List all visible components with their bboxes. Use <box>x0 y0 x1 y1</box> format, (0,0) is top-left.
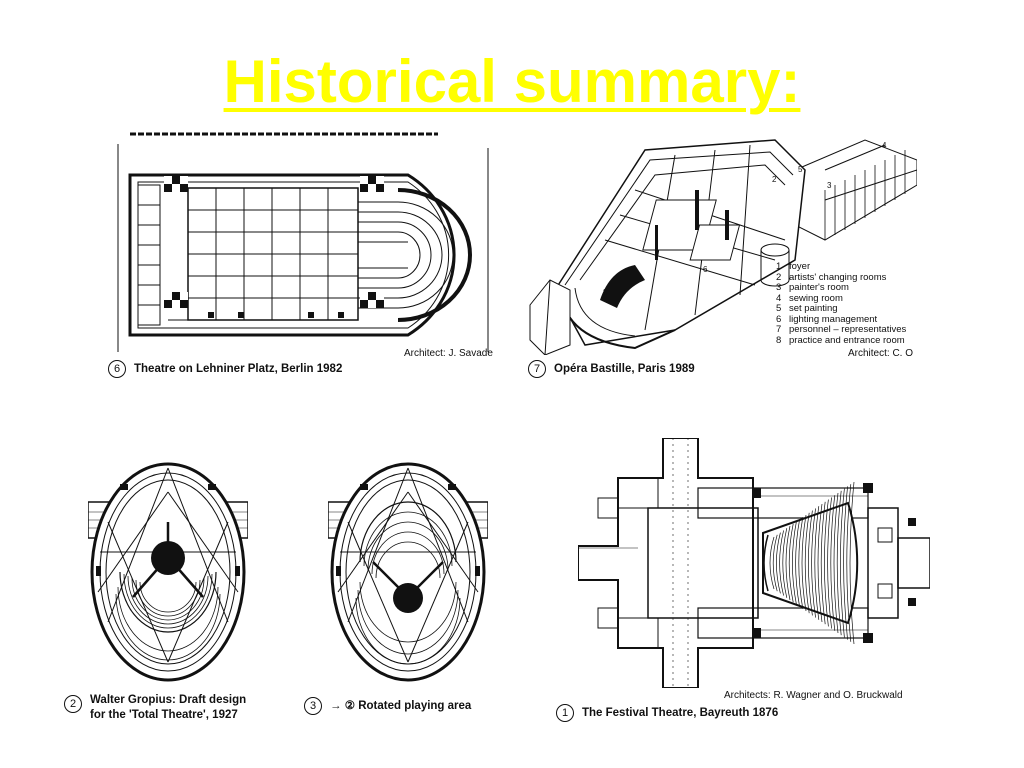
seating-row <box>824 499 829 627</box>
gropius-plan-drawing <box>88 462 248 684</box>
seating-row <box>827 497 832 629</box>
bastille-callout-8: 8 <box>603 288 608 297</box>
seating-row <box>843 486 848 640</box>
seating-row <box>779 530 784 596</box>
seating-row <box>782 528 788 598</box>
seating-row <box>811 508 816 618</box>
seating-row <box>840 488 845 638</box>
bastille-caption: 7 Opéra Bastille, Paris 1989 <box>528 360 695 378</box>
seating-row <box>785 525 791 601</box>
seating-row <box>804 512 810 614</box>
bastille-callout-2: 2 <box>772 175 777 184</box>
seating-row <box>849 481 855 645</box>
bastille-callout-6: 6 <box>703 265 708 274</box>
gropius-caption-line2: for the 'Total Theatre', 1927 <box>90 709 238 721</box>
rotated-plan-svg <box>328 462 488 682</box>
bayreuth-number: 1 <box>556 704 574 722</box>
seating-row <box>833 492 839 634</box>
bayreuth-architect: Architects: R. Wagner and O. Bruckwald <box>724 690 903 701</box>
lehniner-number: 6 <box>108 360 126 378</box>
bastille-architect: Architect: C. O <box>848 348 914 359</box>
seating-row <box>769 536 775 590</box>
lehniner-caption: 6 Theatre on Lehniner Platz, Berlin 1982 <box>108 360 342 378</box>
bastille-callout-5: 5 <box>798 165 803 174</box>
gropius-plan-svg <box>88 462 248 682</box>
bastille-callout-3: 3 <box>827 181 832 190</box>
bayreuth-caption: 1 The Festival Theatre, Bayreuth 1876 <box>556 704 778 722</box>
seating-row <box>820 501 826 625</box>
rotated-plan-drawing <box>328 462 488 684</box>
bastille-isometric-drawing: 2 3 4 5 6 8 <box>525 130 917 355</box>
bastille-isometric-svg: 2 3 4 5 6 8 <box>529 139 917 355</box>
rotated-caption: 3 → ② Rotated playing area <box>304 697 471 715</box>
bastille-callout-4: 4 <box>882 141 887 150</box>
lehniner-caption-text: Theatre on Lehniner Platz, Berlin 1982 <box>134 363 343 376</box>
rotated-number: 3 <box>304 697 322 715</box>
rotated-caption-text: → ② Rotated playing area <box>330 700 472 713</box>
seating-row <box>776 532 781 594</box>
slide-title: Historical summary: <box>223 48 801 115</box>
bayreuth-plan-drawing <box>578 438 930 688</box>
bayreuth-seating-rows <box>769 481 855 645</box>
seating-row <box>846 484 852 642</box>
seating-row <box>814 506 820 620</box>
seating-row <box>788 523 794 603</box>
lehniner-architect: Architect: J. Savade <box>404 348 493 359</box>
bayreuth-plan-svg <box>578 438 930 688</box>
lehniner-plan-drawing <box>108 130 498 352</box>
seating-row <box>801 514 807 612</box>
seating-row <box>772 534 778 592</box>
seating-row <box>830 495 836 631</box>
seating-row <box>792 521 797 605</box>
bastille-caption-text: Opéra Bastille, Paris 1989 <box>554 363 695 376</box>
gropius-caption: 2 Walter Gropius: Draft design for the 'To… <box>64 693 246 723</box>
seating-row <box>836 490 842 636</box>
gropius-caption-line1: Walter Gropius: Draft design <box>90 694 247 706</box>
seating-row <box>798 517 804 609</box>
seating-row <box>817 503 823 623</box>
lehniner-plan-svg <box>117 132 489 352</box>
seating-row <box>795 519 800 607</box>
bastille-number: 7 <box>528 360 546 378</box>
bayreuth-caption-text: The Festival Theatre, Bayreuth 1876 <box>582 707 779 720</box>
seating-row <box>808 510 813 616</box>
gropius-number: 2 <box>64 695 82 713</box>
